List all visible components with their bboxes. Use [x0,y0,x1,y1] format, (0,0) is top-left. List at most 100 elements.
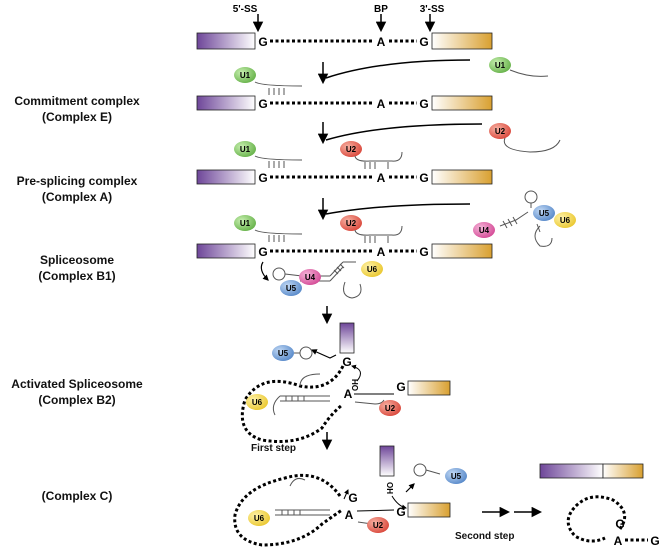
u2-snrnp [340,215,362,231]
incoming-u2: U2 [317,122,561,153]
intron-lariat [233,473,343,547]
exon-2 [407,502,451,518]
svg-text:U1: U1 [240,71,251,80]
bp-label: BP [374,4,388,15]
exon-1 [196,95,256,111]
svg-text:U6: U6 [367,265,378,274]
svg-text:G: G [396,505,405,519]
u2-snrnp [379,400,401,416]
u4-snrnp [473,222,495,238]
svg-text:G: G [615,517,624,531]
svg-text:U2: U2 [346,219,357,228]
row-complex-e: U1 G A G [196,67,493,111]
nt-g-3ss: G [419,35,428,49]
svg-text:U5: U5 [451,472,462,481]
exon-2 [431,32,493,50]
u5-snrnp [280,280,302,296]
stage-sub: (Complex C) [41,489,113,503]
five-ss-label: 5'-SS [233,4,258,15]
stage-sub: (Complex E) [41,110,112,124]
svg-text:G: G [258,245,267,259]
svg-text:G: G [419,245,428,259]
u4-snrnp [299,269,321,285]
svg-text:U4: U4 [479,226,490,235]
svg-text:G: G [650,534,659,548]
row-complex-b1: U1 U2 G A G U4 U5 U6 [196,215,493,299]
exon-1-vertical [339,322,355,354]
incoming-u1: U1 [317,57,549,85]
second-step-label: Second step [455,531,515,542]
svg-text:A: A [344,387,353,401]
exon-2 [407,380,451,396]
svg-text:G: G [419,171,428,185]
svg-text:U6: U6 [560,216,571,225]
u6-snrnp [554,212,576,228]
svg-text:OH: OH [385,482,394,494]
svg-text:U2: U2 [346,145,357,154]
nt-g-5ss: G [258,35,267,49]
u6-snrnp [248,510,270,526]
u2-snrnp [489,123,511,139]
svg-text:A: A [345,508,354,522]
row-premrna: 5'-SS BP 3'-SS G A G [196,4,493,50]
svg-text:A: A [377,97,386,111]
svg-text:OH: OH [351,379,360,391]
svg-text:U1: U1 [495,61,506,70]
exon-2 [431,95,493,111]
stage-sub: (Complex A) [41,190,113,204]
exon-2 [431,243,493,259]
svg-text:U4: U4 [305,273,316,282]
svg-text:A: A [377,245,386,259]
stage-name: Activated Spliceosome [11,377,143,391]
stage-sub: (Complex B2) [38,393,116,407]
svg-text:U5: U5 [286,284,297,293]
svg-text:U1: U1 [240,145,251,154]
svg-text:U2: U2 [373,521,384,530]
exon-1 [196,32,256,50]
spliced-exon-2 [602,463,644,479]
u6-snrnp [361,261,383,277]
exon-1-vertical [379,445,395,477]
exon-1 [196,169,256,185]
u5-snrnp [533,205,555,221]
exon-1 [196,243,256,259]
u1-snrnp [234,141,256,157]
u6-snrnp [246,394,268,410]
stage-label-complex-c: (Complex C) [2,488,152,504]
u1-snrnp [234,67,256,83]
stage-label-pre-splicing: Pre-splicing complex (Complex A) [2,173,152,205]
row-complex-a: U1 U2 G A G [196,141,493,185]
u2-snrnp [367,517,389,533]
stage-name: Commitment complex [14,94,140,108]
nt-a-bp: A [377,35,386,49]
svg-text:U5: U5 [278,349,289,358]
svg-text:G: G [258,171,267,185]
svg-text:G: G [419,97,428,111]
u1-snrnp [489,57,511,73]
svg-text:G: G [258,97,267,111]
stage-label-spliceosome: Spliceosome (Complex B1) [2,252,152,284]
row-complex-b2: G U5 U6 A OH G U2 [240,322,451,443]
svg-text:A: A [614,534,623,548]
svg-text:G: G [348,491,357,505]
first-step-label: First step [251,443,297,454]
svg-text:A: A [377,171,386,185]
u5-snrnp [445,468,467,484]
u5-snrnp [272,345,294,361]
u2-snrnp [340,141,362,157]
svg-text:U2: U2 [495,127,506,136]
u1-snrnp [234,215,256,231]
stage-sub: (Complex B1) [38,269,116,283]
svg-text:U6: U6 [254,514,265,523]
three-ss-label: 3'-SS [420,4,445,15]
stage-label-activated: Activated Spliceosome (Complex B2) [2,376,152,408]
svg-text:U6: U6 [252,398,263,407]
exon-2 [431,169,493,185]
incoming-tri-snrnp: U5 U6 U4 [317,190,576,247]
stage-name: Pre-splicing complex [16,174,138,188]
svg-text:U2: U2 [385,404,396,413]
row-complex-c: OH U5 U6 G A G U2 G A G [233,445,660,548]
spliced-exon-1 [539,463,604,479]
released-lariat [566,495,627,543]
